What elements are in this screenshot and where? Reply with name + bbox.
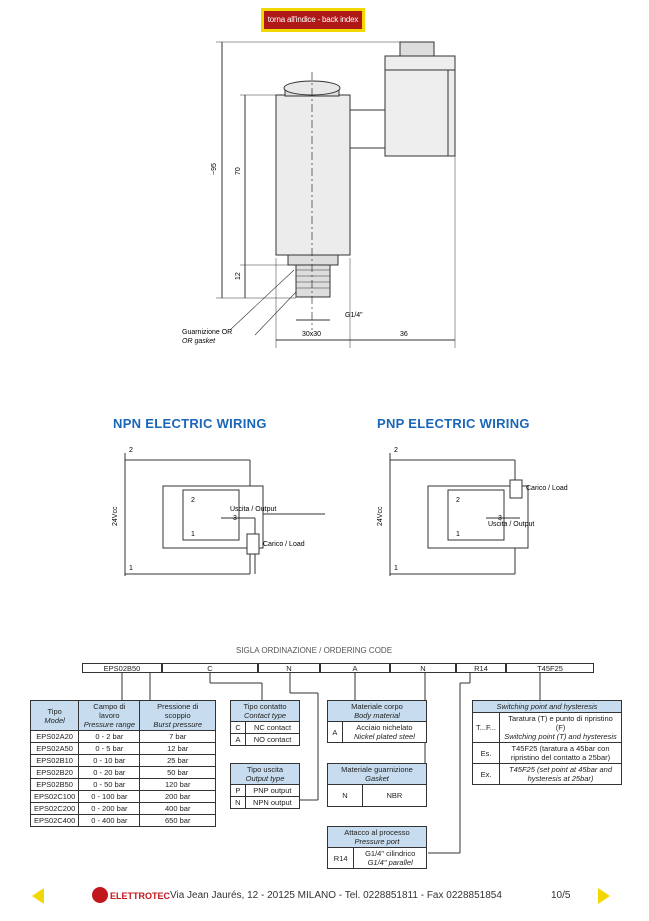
table-cell: EPS02B10: [29, 754, 80, 767]
dim-12: 12: [235, 272, 242, 280]
table-cell: 0 - 100 bar: [78, 790, 141, 803]
table-cell: 0 - 200 bar: [78, 802, 141, 815]
table-cell: 400 bar: [139, 802, 216, 815]
table-cell: EPS02B20: [29, 766, 80, 779]
ordering-code-material: A: [320, 663, 390, 673]
pnp-box-pin-1: 1: [456, 531, 460, 538]
dim-30x30: 30x30: [302, 331, 321, 338]
table-cell: 120 bar: [139, 778, 216, 791]
brand-logo-icon: [92, 887, 108, 903]
table-cell: 12 bar: [139, 742, 216, 755]
table-row: T...F...Taratura (T) e punto di ripristi…: [471, 712, 622, 743]
ordering-code-contact: C: [162, 663, 258, 673]
pnp-pin-2: 2: [394, 447, 398, 454]
table-cell: EPS02A50: [29, 742, 80, 755]
table-cell: 0 - 50 bar: [78, 778, 141, 791]
table-cell: 25 bar: [139, 754, 216, 767]
ordering-code-switch: T45F25: [506, 663, 594, 673]
page-number: 10/5: [551, 890, 571, 901]
table-cell: 0 - 5 bar: [78, 742, 141, 755]
ordering-code-port: R14: [456, 663, 506, 673]
npn-pin-1: 1: [129, 565, 133, 572]
pnp-wiring-diagram: 2 1 2 1 3 24Vcc Carico / Load Uscita / O…: [377, 447, 568, 576]
pnp-box-pin-2: 2: [456, 497, 460, 504]
npn-box-pin-3: 3: [233, 515, 237, 522]
prev-page-arrow-icon[interactable]: [32, 888, 44, 904]
npn-box-pin-1: 1: [191, 531, 195, 538]
gasket-label-it: Guarnizione OR: [182, 329, 232, 336]
table-cell: 0 - 20 bar: [78, 766, 141, 779]
table-cell: EPS02A20: [29, 730, 80, 743]
table-cell: EPS02C400: [29, 814, 80, 827]
pnp-box-pin-3: 3: [498, 515, 502, 522]
technical-drawing: ~95 70 12 G1/4" Guarnizione OR OR gasket…: [182, 41, 456, 348]
pnp-output-label: Uscita / Output: [488, 521, 534, 528]
table-cell: 0 - 2 bar: [78, 730, 141, 743]
table-cell: 7 bar: [139, 730, 216, 743]
pnp-pin-1: 1: [394, 565, 398, 572]
table-cell: EPS02C200: [29, 802, 80, 815]
brand-name: ELETTROTEC: [110, 891, 170, 901]
switch-table: Switching point and hysteresis T...F...T…: [471, 700, 622, 785]
table-cell: EPS02B50: [29, 778, 80, 791]
npn-wiring-title: NPN ELECTRIC WIRING: [113, 416, 267, 431]
ordering-code-model: EPS02B50: [82, 663, 162, 673]
footer-address: Via Jean Jaurés, 12 - 20125 MILANO - Tel…: [170, 890, 502, 901]
table-cell: 200 bar: [139, 790, 216, 803]
table-cell: EPS02C100: [29, 790, 80, 803]
back-index-button[interactable]: torna all'indice - back index: [261, 8, 365, 32]
ordering-title: SIGLA ORDINAZIONE / ORDERING CODE: [236, 646, 393, 655]
next-page-arrow-icon[interactable]: [598, 888, 610, 904]
dim-36: 36: [400, 331, 408, 338]
dim-70: 70: [235, 167, 242, 175]
npn-box-pin-2: 2: [191, 497, 195, 504]
npn-pin-2: 2: [129, 447, 133, 454]
table-cell: 50 bar: [139, 766, 216, 779]
table-cell: 0 - 10 bar: [78, 754, 141, 767]
npn-load-label: Carico / Load: [263, 541, 305, 548]
npn-output-label: Uscita / Output: [230, 506, 276, 513]
thread-label: G1/4": [345, 312, 363, 319]
pnp-load-label: Carico / Load: [526, 485, 568, 492]
ordering-code-gasket: N: [390, 663, 456, 673]
ordering-connectors: [121, 673, 541, 854]
npn-voltage: 24Vcc: [112, 506, 119, 526]
dim-95: ~95: [211, 163, 218, 175]
table-cell: 650 bar: [139, 814, 216, 827]
ordering-code-output: N: [258, 663, 320, 673]
pnp-voltage: 24Vcc: [377, 506, 384, 526]
npn-wiring-diagram: 2 1 2 1 3 24Vcc Uscita / Output Carico /…: [112, 447, 325, 576]
table-row: Es.T45F25 (taratura a 45bar con ripristi…: [471, 742, 622, 764]
gasket-label-en: OR gasket: [182, 338, 216, 345]
table-row: Ex.T45F25 (set point at 45bar and hyster…: [471, 763, 622, 785]
table-cell: 0 - 400 bar: [78, 814, 141, 827]
pnp-wiring-title: PNP ELECTRIC WIRING: [377, 416, 530, 431]
